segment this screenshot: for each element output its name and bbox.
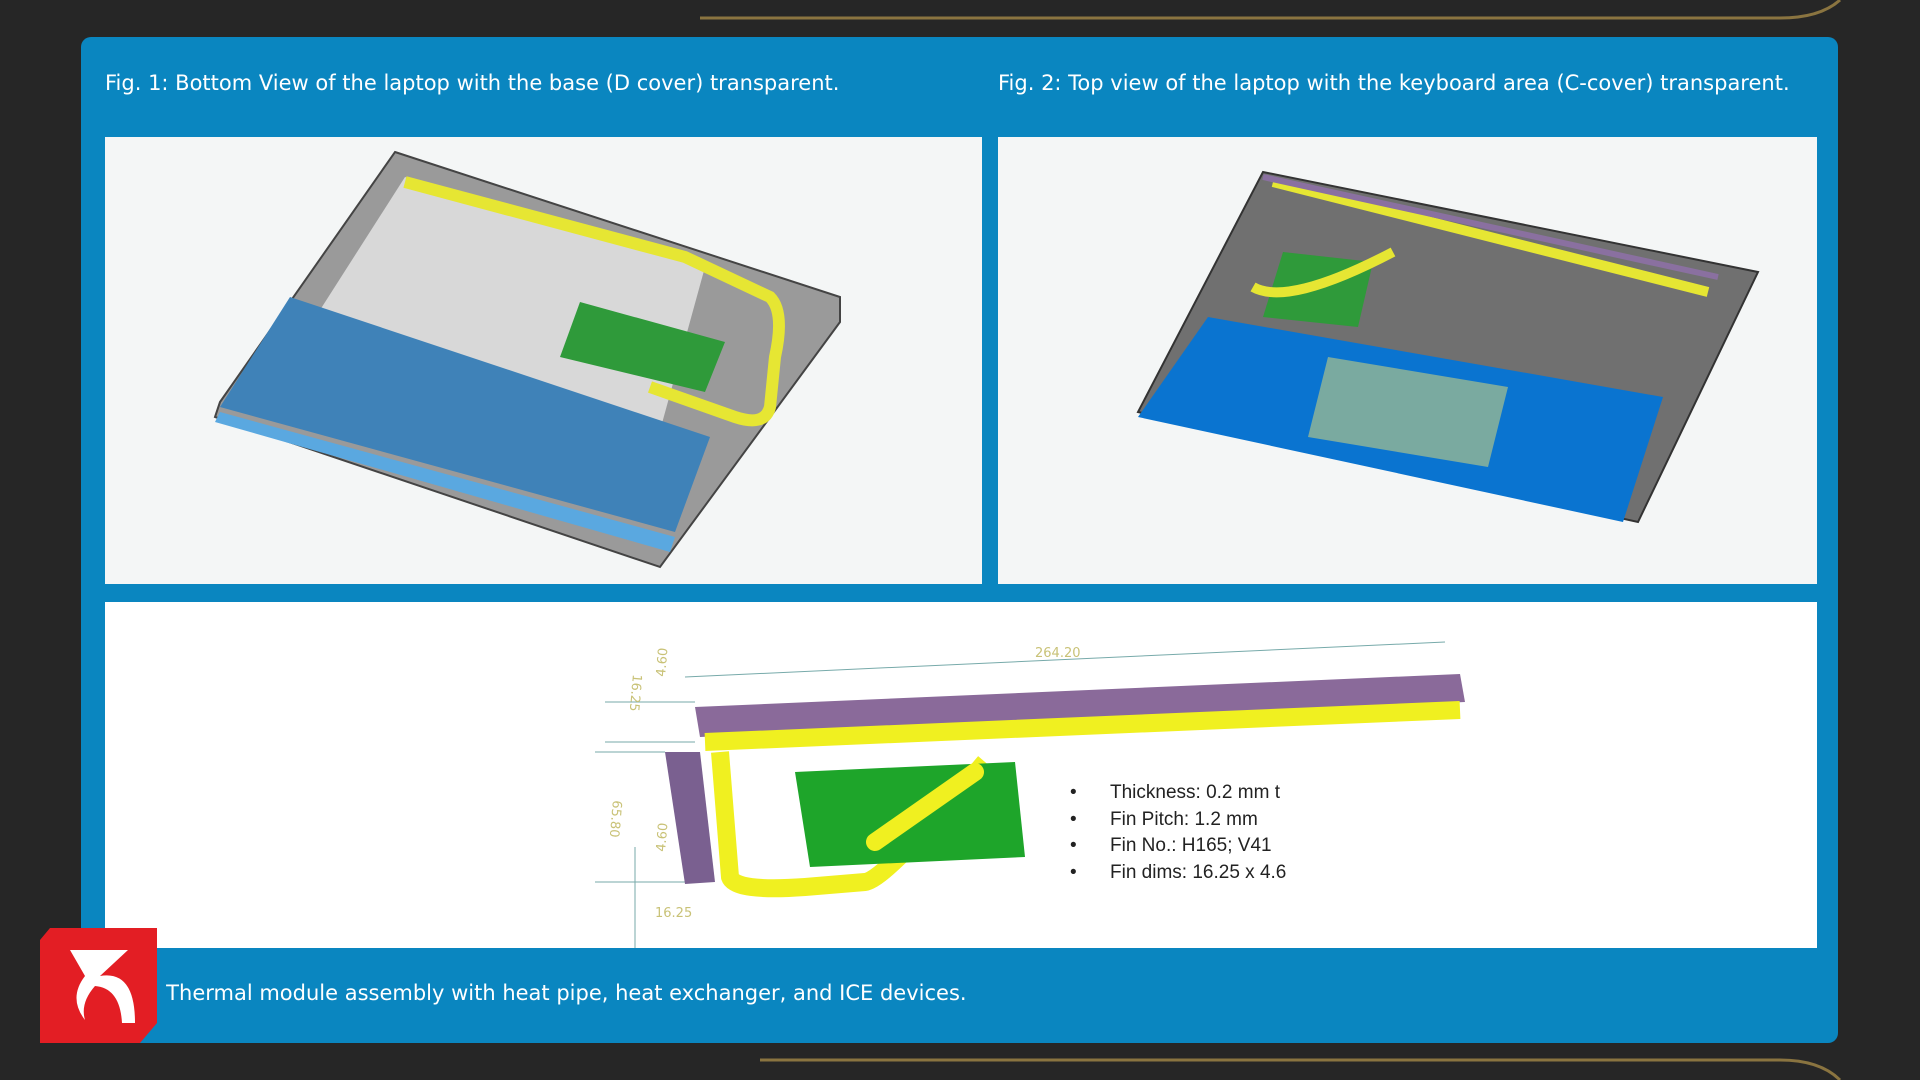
- spec-item: •Thickness: 0.2 mm t: [1070, 780, 1286, 807]
- spec-text: Fin No.: H165; V41: [1110, 835, 1272, 856]
- spec-text: Fin dims: 16.25 x 4.6: [1110, 861, 1287, 883]
- spec-item: •Fin No.: H165; V41: [1070, 833, 1286, 860]
- fig1-image: [105, 137, 982, 584]
- spec-item: •Fin dims: 16.25 x 4.6: [1070, 860, 1286, 887]
- fig3-caption: Fig. 3: Thermal module assembly with hea…: [96, 981, 967, 1005]
- dim-length: 264.20: [1035, 646, 1081, 661]
- dim-top-height: 4.60: [654, 647, 671, 677]
- dim-bottom: 16.25: [655, 906, 692, 921]
- spec-text: Fin Pitch: 1.2 mm: [1110, 808, 1258, 830]
- dim-side-length: 65.80: [606, 800, 624, 838]
- dim-side-height: 4.60: [654, 822, 671, 852]
- fig2-caption: Fig. 2: Top view of the laptop with the …: [998, 71, 1790, 95]
- fig2-image: [998, 137, 1817, 584]
- fig3-image: 264.20 4.60 16.25 65.80 4.60 16.25: [105, 602, 1817, 992]
- dim-top-fin: 16.25: [626, 674, 644, 712]
- fig1-caption: Fig. 1: Bottom View of the laptop with t…: [105, 71, 840, 95]
- spec-text: Thickness: 0.2 mm t: [1110, 782, 1280, 803]
- spec-item: •Fin Pitch: 1.2 mm: [1070, 807, 1286, 834]
- spec-list: •Thickness: 0.2 mm t •Fin Pitch: 1.2 mm …: [1070, 780, 1286, 886]
- brand-logo: [40, 928, 157, 1043]
